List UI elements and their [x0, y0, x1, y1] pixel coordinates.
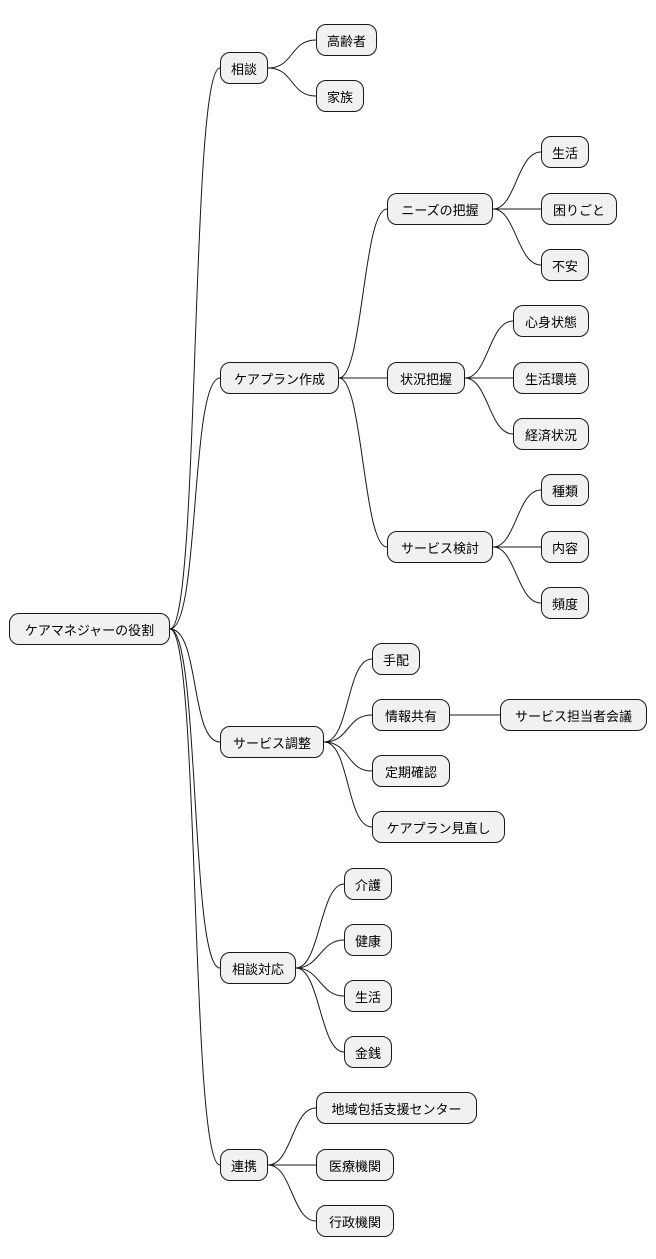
connector	[492, 151, 542, 210]
branch-node-consultation-support: 相談対応	[220, 952, 296, 984]
leaf-node: 医療機関	[316, 1149, 394, 1181]
leaf-node: 介護	[344, 868, 392, 900]
leaf-node: 生活	[541, 136, 589, 168]
connector	[267, 39, 317, 69]
connector	[169, 628, 221, 1166]
leaf-node: 内容	[541, 531, 589, 563]
connector	[295, 883, 345, 969]
leaf-node: 健康	[344, 924, 392, 956]
branch-node-cooperation: 連携	[220, 1149, 268, 1181]
connector	[295, 967, 345, 997]
leaf-node: 不安	[541, 249, 589, 281]
leaf-node: 困りごと	[541, 193, 617, 225]
connector	[323, 714, 373, 743]
leaf-node: 種類	[541, 474, 589, 506]
sub-branch-node: ニーズの把握	[387, 193, 493, 225]
connector	[323, 741, 373, 772]
sub-branch-node: 状況把握	[387, 362, 465, 394]
connector	[169, 67, 221, 630]
leaf-node: 家族	[316, 80, 364, 112]
branch-node-care-plan: ケアプラン作成	[220, 362, 339, 394]
leaf-node: 地域包括支援センター	[316, 1092, 477, 1124]
connector	[323, 658, 373, 743]
branch-node-service-coordination: サービス調整	[220, 726, 324, 758]
leaf-node: 行政機関	[316, 1205, 394, 1237]
connector	[267, 67, 317, 97]
leaf-node: 心身状態	[513, 305, 589, 337]
leaf-node: 経済状況	[513, 418, 589, 450]
connector	[267, 1107, 317, 1166]
leaf-node: 頻度	[541, 587, 589, 619]
connector	[338, 208, 388, 379]
leaf-node: 生活環境	[513, 362, 589, 394]
connector	[295, 939, 345, 969]
connector	[464, 377, 514, 435]
connector	[295, 967, 345, 1053]
branch-node-consultation: 相談	[220, 52, 268, 84]
connector	[169, 628, 221, 969]
connector	[323, 741, 373, 828]
root-node: ケアマネジャーの役割	[9, 613, 170, 645]
connector	[169, 628, 221, 743]
connector	[338, 377, 388, 548]
leaf-node: ケアプラン見直し	[372, 811, 505, 843]
connector	[492, 208, 542, 266]
leaf-node: 定期確認	[372, 755, 450, 787]
sub-branch-node: 情報共有	[372, 699, 450, 731]
connector	[464, 320, 514, 379]
connector	[492, 546, 542, 604]
sub-branch-node: サービス検討	[387, 531, 493, 563]
connector	[492, 489, 542, 548]
leaf-node: 金銭	[344, 1036, 392, 1068]
leaf-node: 手配	[372, 643, 420, 675]
connector	[169, 377, 221, 630]
connector	[267, 1164, 317, 1222]
leaf-node: サービス担当者会議	[500, 699, 647, 731]
leaf-node: 高齢者	[316, 24, 377, 56]
leaf-node: 生活	[344, 980, 392, 1012]
